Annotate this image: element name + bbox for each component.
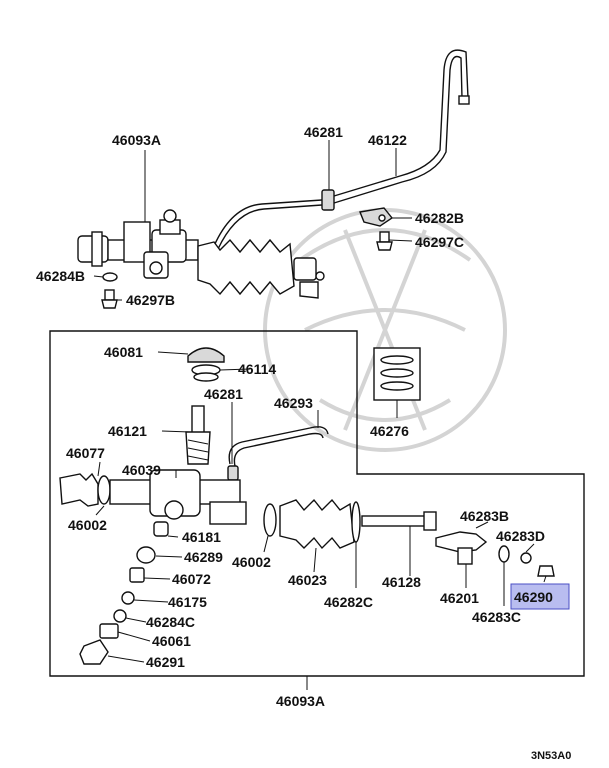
- label-46283D: 46283D: [496, 528, 545, 544]
- label-46077: 46077: [66, 445, 105, 461]
- label-46282B: 46282B: [415, 210, 464, 226]
- exploded-parts: [59, 347, 555, 665]
- label-46181: 46181: [182, 529, 221, 545]
- label-46289: 46289: [184, 549, 223, 565]
- label-46093A-bottom: 46093A: [276, 693, 325, 709]
- highlight-46290: [510, 583, 570, 610]
- footer-code: 3N53A0: [531, 750, 571, 762]
- label-46201: 46201: [440, 590, 479, 606]
- label-46114: 46114: [238, 361, 276, 377]
- label-46284C: 46284C: [146, 614, 195, 630]
- label-46283C: 46283C: [472, 609, 521, 625]
- label-46081: 46081: [104, 344, 143, 360]
- label-46002-left: 46002: [68, 517, 107, 533]
- label-46281-box: 46281: [204, 386, 243, 402]
- label-46276: 46276: [370, 423, 409, 439]
- label-46284B: 46284B: [36, 268, 85, 284]
- top-rack-assembly: [77, 49, 470, 309]
- label-46175: 46175: [168, 594, 207, 610]
- label-46293: 46293: [274, 395, 313, 411]
- kit-boundary-box: [49, 330, 585, 677]
- label-46297C: 46297C: [415, 234, 464, 250]
- label-46283B: 46283B: [460, 508, 509, 524]
- label-46039: 46039: [122, 462, 161, 478]
- label-46023: 46023: [288, 572, 327, 588]
- top-leader-lines: [93, 140, 413, 301]
- label-46290: 46290: [514, 589, 553, 605]
- label-46122: 46122: [368, 132, 407, 148]
- label-46291: 46291: [146, 654, 185, 670]
- label-46002-mid: 46002: [232, 554, 271, 570]
- label-46297B: 46297B: [126, 292, 175, 308]
- label-46281-top: 46281: [304, 124, 343, 140]
- label-46282C: 46282C: [324, 594, 373, 610]
- label-46121: 46121: [108, 423, 147, 439]
- label-46072: 46072: [172, 571, 211, 587]
- part-labels: 46093A 46281 46122 46282B 46297C 46284B …: [36, 124, 571, 762]
- label-46128: 46128: [382, 574, 421, 590]
- lower-leader-lines: [95, 351, 547, 663]
- label-46093A-top: 46093A: [112, 132, 161, 148]
- label-46061: 46061: [152, 633, 191, 649]
